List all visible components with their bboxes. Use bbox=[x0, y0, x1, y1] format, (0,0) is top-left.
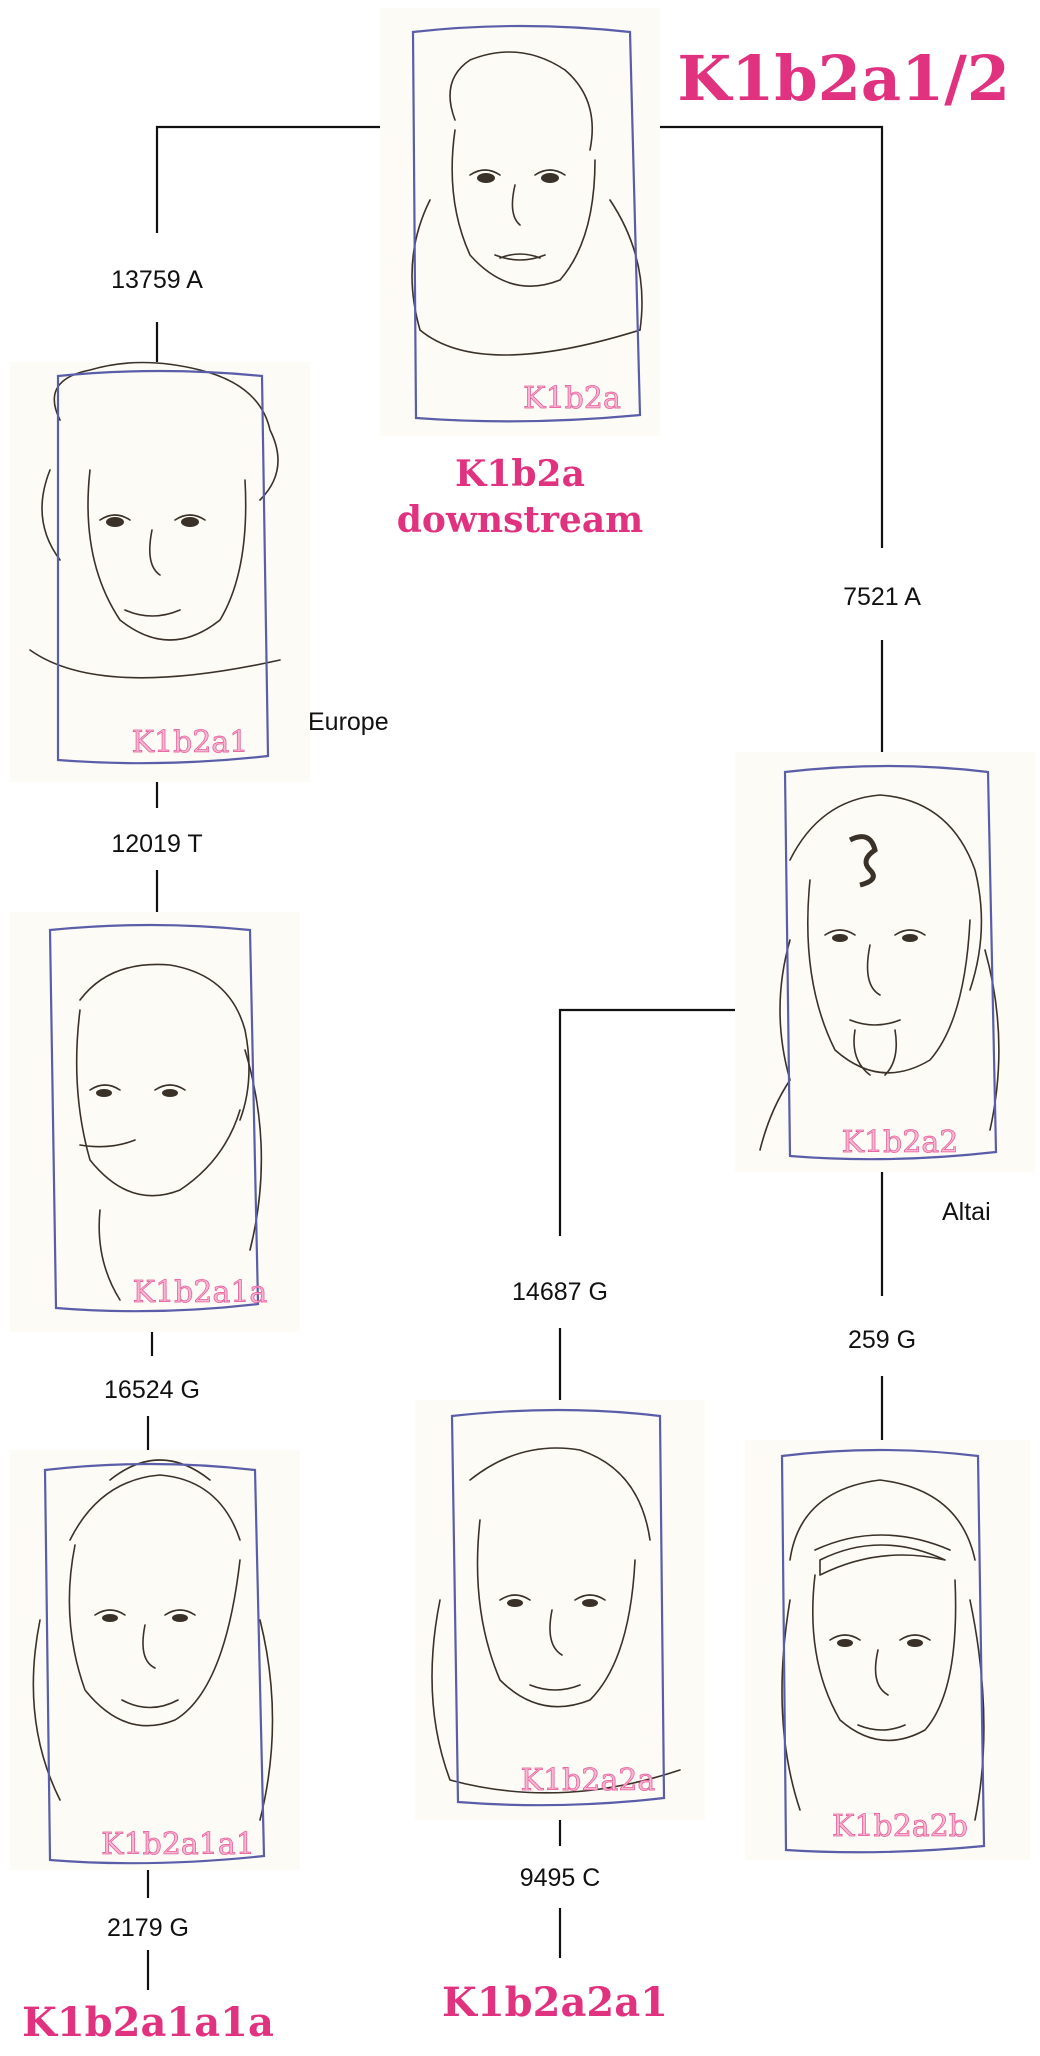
region-altai: Altai bbox=[942, 1198, 991, 1226]
caption-k1b2a-line1: K1b2a bbox=[455, 453, 585, 495]
portrait-k1b2a2b: K1b2a2b bbox=[745, 1440, 1030, 1860]
portrait-k1b2a2: K1b2a2 bbox=[735, 752, 1035, 1172]
portrait-label: K1b2a2a bbox=[521, 1763, 656, 1798]
portrait-label: K1b2a bbox=[523, 381, 621, 416]
portrait-label: K1b2a2b bbox=[832, 1809, 968, 1844]
portrait-label: K1b2a1a1 bbox=[101, 1827, 255, 1862]
portrait-k1b2a1: K1b2a1 bbox=[10, 362, 310, 782]
connector-root-left bbox=[157, 127, 385, 233]
leaf-k1b2a2a1: K1b2a2a1 bbox=[442, 1979, 668, 2026]
page-title: K1b2a1/2 bbox=[677, 42, 1010, 115]
mutation-259: 259 G bbox=[848, 1326, 916, 1354]
region-europe: Europe bbox=[308, 708, 389, 736]
portrait-k1b2a: K1b2a bbox=[380, 8, 660, 436]
mutation-7521: 7521 A bbox=[843, 583, 921, 611]
portrait-k1b2a1a1: K1b2a1a1 bbox=[10, 1450, 300, 1870]
mutation-14687: 14687 G bbox=[512, 1278, 608, 1306]
portrait-k1b2a2a: K1b2a2a bbox=[415, 1400, 705, 1820]
portrait-label: K1b2a1a bbox=[133, 1275, 268, 1310]
mutation-16524: 16524 G bbox=[104, 1376, 200, 1404]
leaf-k1b2a1a1a: K1b2a1a1a bbox=[22, 1999, 274, 2046]
caption-k1b2a-line2: downstream bbox=[397, 499, 644, 541]
portrait-k1b2a1a: K1b2a1a bbox=[10, 912, 300, 1332]
connector-root-right bbox=[640, 127, 882, 548]
mutation-13759: 13759 A bbox=[111, 266, 203, 294]
portrait-label: K1b2a2 bbox=[842, 1125, 959, 1160]
mutation-12019: 12019 T bbox=[111, 830, 202, 858]
mutation-9495: 9495 C bbox=[520, 1864, 601, 1892]
mutation-2179: 2179 G bbox=[107, 1914, 189, 1942]
portrait-label: K1b2a1 bbox=[132, 725, 249, 760]
